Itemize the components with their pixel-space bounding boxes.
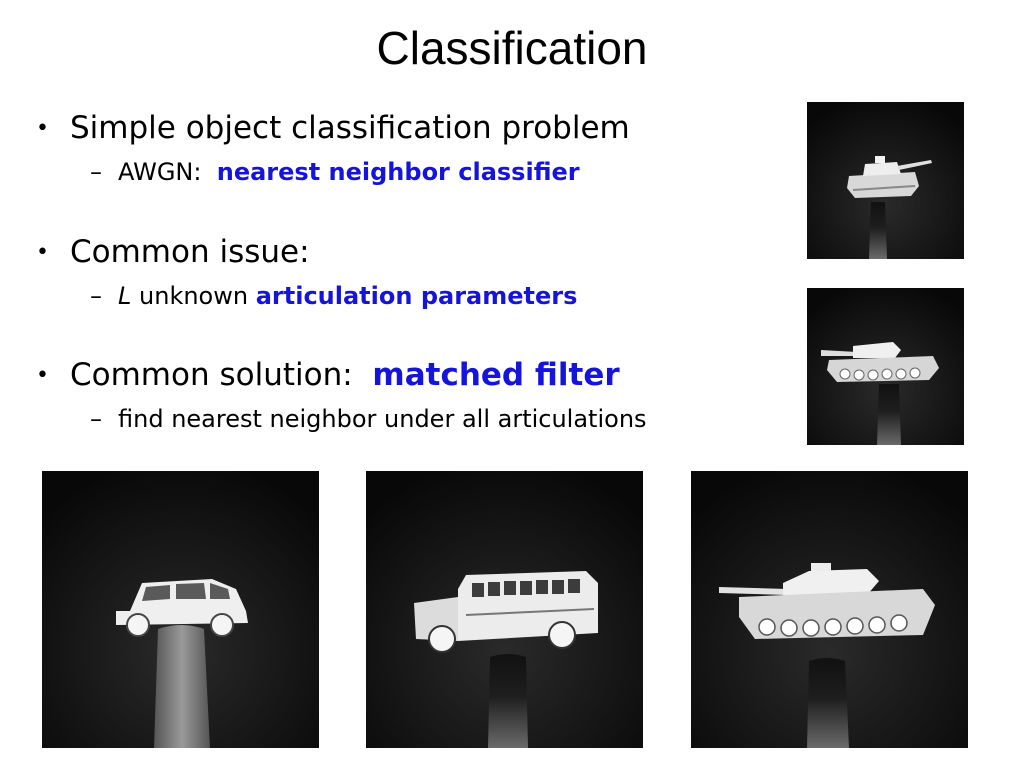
bullet-common-solution: • Common solution: matched filter	[36, 355, 620, 396]
subbullet-unknown: –L unknown articulation parameters	[90, 281, 577, 311]
bullet-simple-object: • Simple object classification problem	[36, 108, 630, 149]
bullet-text: Common solution:	[70, 357, 353, 393]
bullet-glyph: •	[36, 363, 49, 388]
bus-photo	[366, 471, 643, 748]
bullet-glyph: •	[36, 240, 49, 265]
subbullet-find-nearest: –find nearest neighbor under all articul…	[90, 404, 647, 434]
highlight-nearest-neighbor: nearest neighbor classifier	[216, 158, 580, 186]
subbullet-prefix: AWGN:	[118, 158, 202, 186]
bullet-common-issue: • Common issue:	[36, 232, 310, 273]
dash-glyph: –	[90, 405, 102, 433]
suv-photo	[42, 471, 319, 748]
highlight-matched-filter: matched filter	[372, 357, 620, 393]
bullet-text: Simple object classification problem	[70, 110, 630, 146]
highlight-articulation: articulation parameters	[255, 282, 578, 310]
dash-glyph: –	[90, 282, 102, 310]
tank-photo-top-view	[807, 102, 964, 259]
slide-title: Classification	[376, 22, 648, 74]
bullet-glyph: •	[36, 116, 49, 141]
subbullet-text: unknown	[139, 282, 249, 310]
tank-photo-large	[691, 471, 968, 748]
tank-photo-side-view	[807, 288, 964, 445]
variable-l: L	[118, 282, 132, 310]
dash-glyph: –	[90, 158, 102, 186]
subbullet-awgn: –AWGN: nearest neighbor classifier	[90, 157, 580, 187]
bullet-text: Common issue:	[70, 234, 310, 270]
subbullet-text: find nearest neighbor under all articula…	[118, 405, 647, 433]
